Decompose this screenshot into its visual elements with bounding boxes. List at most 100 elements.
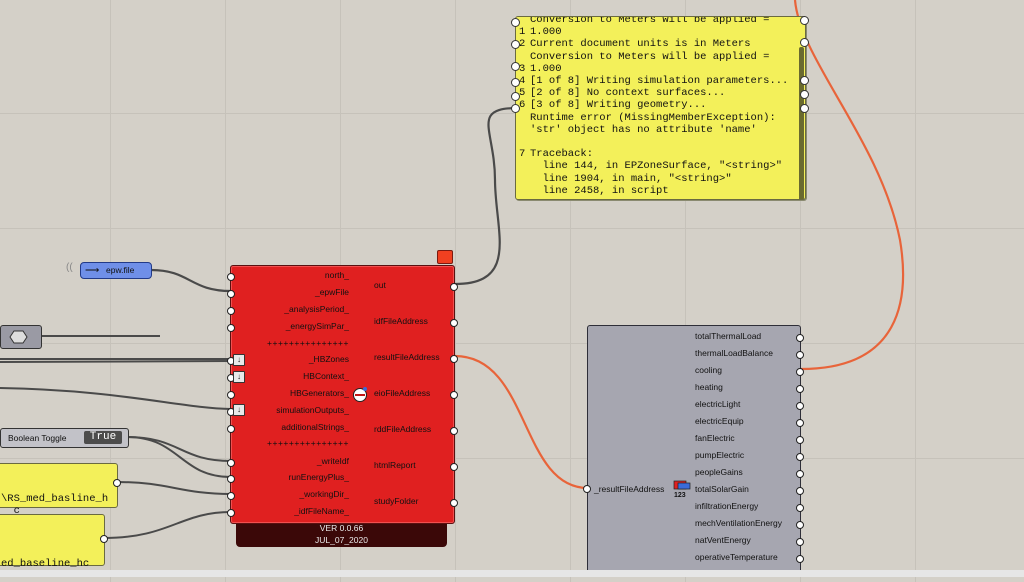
panel-output-port[interactable]: [800, 76, 809, 85]
output-param-label: rddFileAddress: [374, 424, 432, 434]
output-port[interactable]: [450, 427, 458, 435]
output-param-label: totalThermalLoad: [695, 331, 762, 341]
panel-scrollbar[interactable]: [799, 47, 804, 199]
input-param-label: _epwFile: [314, 287, 349, 297]
panel-output-port[interactable]: [800, 104, 809, 113]
output-port[interactable]: [796, 419, 804, 427]
output-port[interactable]: [796, 402, 804, 410]
input-param-label: _analysisPeriod_: [284, 304, 349, 314]
output-port[interactable]: [796, 368, 804, 376]
panel-line-number: 1: [519, 26, 526, 39]
input-param-label: HBContext_: [303, 371, 349, 381]
wire-bool-writeidf: [126, 436, 232, 462]
output-port[interactable]: [796, 334, 804, 342]
geometry-param[interactable]: [0, 325, 42, 349]
output-param-label: cooling: [695, 365, 722, 375]
output-param-label: peopleGains: [695, 467, 743, 477]
output-port[interactable]: [796, 470, 804, 478]
panel-input-port[interactable]: [511, 18, 520, 27]
input-param-label: runEnergyPlus_: [288, 472, 349, 482]
output-port[interactable]: [450, 499, 458, 507]
panel-line-number: 5: [519, 87, 526, 100]
version-bar: VER 0.0.66 JUL_07_2020: [236, 522, 447, 547]
output-param-label: out: [374, 280, 386, 290]
output-port[interactable]: [796, 521, 804, 529]
panel-output-port[interactable]: [100, 535, 108, 543]
boolean-toggle-value[interactable]: True: [84, 431, 122, 444]
epw-file-param[interactable]: ⟶ epw.file: [80, 262, 152, 279]
panel-output-port[interactable]: [800, 90, 809, 99]
version-label: VER 0.0.66: [319, 523, 364, 533]
warning-tab[interactable]: [437, 250, 453, 264]
numbers-icon: 123: [673, 480, 691, 498]
input-param-label: additionalStrings_: [281, 422, 349, 432]
panel-input-port[interactable]: [511, 40, 520, 49]
honeybee-logo-icon: [353, 387, 367, 402]
output-port[interactable]: [796, 504, 804, 512]
working-dir-panel[interactable]: \RS_med_basline_h c: [0, 463, 118, 517]
output-port[interactable]: [796, 351, 804, 359]
panel-line-text: line 144, in EPZoneSurface, "<string>": [530, 160, 783, 173]
input-param-label: _HBZones: [308, 354, 349, 364]
run-energy-simulation-component[interactable]: north__epwFile_analysisPeriod__energySim…: [227, 265, 458, 524]
output-port[interactable]: [796, 555, 804, 563]
input-port[interactable]: [227, 425, 235, 433]
arrow-right-icon: ⟶: [85, 265, 100, 276]
input-param-label: _energySimPar_: [285, 321, 349, 331]
wire-bool-run: [126, 436, 232, 478]
input-port[interactable]: [227, 307, 235, 315]
panel-line-number: 4: [519, 75, 526, 87]
output-port[interactable]: [796, 487, 804, 495]
panel-line-number: 2: [519, 38, 526, 51]
input-port[interactable]: [227, 290, 235, 298]
flatten-icon[interactable]: ↓: [233, 404, 245, 416]
output-param-label: eioFileAddress: [374, 388, 431, 398]
input-port[interactable]: [227, 273, 235, 281]
input-separator: +++++++++++++++: [267, 438, 349, 448]
panel-line-text: Runtime error (MissingMemberException):: [530, 111, 776, 124]
output-param-label: mechVentilationEnergy: [695, 518, 782, 528]
output-port[interactable]: [450, 391, 458, 399]
flatten-icon[interactable]: ↓: [233, 371, 245, 383]
panel-line-text: 1.000: [530, 26, 562, 39]
output-port[interactable]: [796, 453, 804, 461]
panel-output-port[interactable]: [800, 16, 809, 25]
output-port[interactable]: [796, 385, 804, 393]
boolean-toggle-label: Boolean Toggle: [8, 433, 67, 443]
flatten-icon[interactable]: ↓: [233, 354, 245, 366]
input-port[interactable]: [227, 509, 235, 517]
panel-input-port[interactable]: [511, 92, 520, 101]
status-strip: [0, 570, 1024, 577]
output-param-label: studyFolder: [374, 496, 419, 506]
panel-line-text: Conversion to Meters will be applied =: [530, 16, 770, 26]
panel-line-number: 3: [519, 62, 526, 75]
output-port[interactable]: [450, 319, 458, 327]
output-port[interactable]: [796, 436, 804, 444]
panel-input-port[interactable]: [511, 78, 520, 87]
output-param-label: electricLight: [695, 399, 741, 409]
panel-input-port[interactable]: [511, 62, 520, 71]
output-port[interactable]: [450, 463, 458, 471]
panel-output-port[interactable]: [800, 38, 809, 47]
svg-text:123: 123: [674, 492, 686, 498]
output-param-label: heating: [695, 382, 723, 392]
input-port[interactable]: [227, 391, 235, 399]
input-port[interactable]: [227, 475, 235, 483]
output-port[interactable]: [796, 538, 804, 546]
input-param-label: _writeIdf: [316, 456, 349, 466]
boolean-toggle[interactable]: Boolean Toggle True: [0, 428, 129, 448]
wire-cooling-up: [793, 0, 905, 371]
output-port[interactable]: [450, 355, 458, 363]
output-port[interactable]: [450, 283, 458, 291]
panel-output-port[interactable]: [113, 479, 121, 487]
idf-name-panel[interactable]: ed_baseline_hc: [0, 514, 105, 570]
gray-input-port[interactable]: [583, 485, 591, 493]
panel-line-text: Traceback:: [530, 148, 594, 161]
input-port[interactable]: [227, 492, 235, 500]
panel-line-number: 7: [519, 148, 526, 161]
panel-input-port[interactable]: [511, 104, 520, 113]
input-port[interactable]: [227, 324, 235, 332]
input-port[interactable]: [227, 459, 235, 467]
